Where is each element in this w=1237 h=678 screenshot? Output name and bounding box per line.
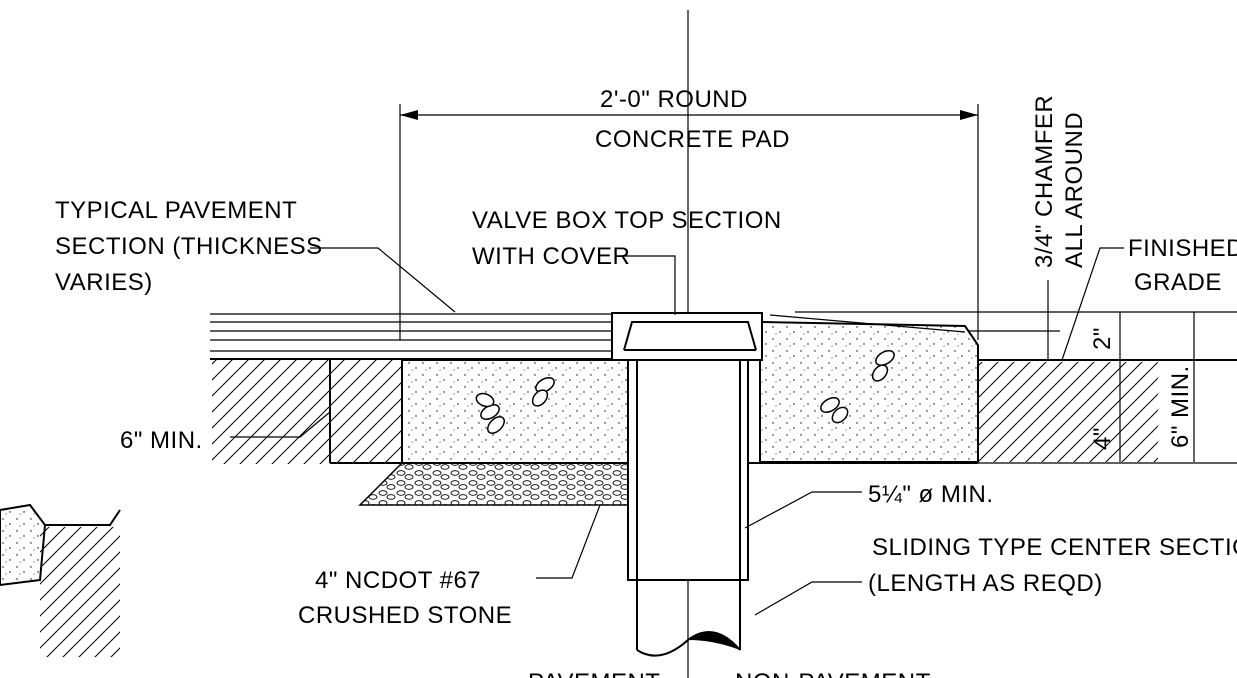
valve-box-top: [611, 312, 763, 361]
top-dimension: [399, 104, 979, 340]
valvebox-label-2: WITH COVER: [472, 243, 630, 270]
pavement-section: [210, 313, 612, 360]
diameter-label: 5¼" ø MIN.: [868, 481, 994, 508]
chamfer-label-1: 3/4" CHAMFER: [1031, 95, 1058, 268]
valvebox-label-1: VALVE BOX TOP SECTION: [472, 207, 782, 234]
pavement-label-3: VARIES): [55, 269, 153, 296]
finished-grade-label-2: GRADE: [1134, 269, 1222, 296]
left-detail-fragment: [0, 503, 121, 657]
leader-lines: [230, 247, 1124, 616]
six-inch-min-right: 6" MIN.: [1167, 365, 1194, 448]
stone-label-1: 4" NCDOT #67: [315, 567, 481, 594]
earth-left: [212, 360, 402, 464]
pavement-label-2: SECTION (THICKNESS: [55, 233, 323, 260]
dimension-label-top: 2'-0" ROUND: [600, 86, 748, 113]
pavement-side-label: PAVEMENT: [528, 669, 660, 678]
sliding-center-section: [627, 359, 749, 657]
six-inch-min-left: 6" MIN.: [120, 427, 203, 454]
crushed-stone: [358, 462, 629, 506]
two-inch-label: 2": [1089, 327, 1116, 350]
sliding-label-2: (LENGTH AS REQD): [868, 570, 1103, 597]
dimension-label-pad: CONCRETE PAD: [595, 126, 790, 153]
nonpavement-side-label: NON-PAVEMENT: [735, 669, 931, 678]
right-dimensions: [1047, 280, 1195, 462]
finished-grade-label-1: FINISHED: [1128, 235, 1237, 262]
concrete-pad-right: [759, 320, 979, 463]
pavement-label-1: TYPICAL PAVEMENT: [55, 197, 297, 224]
earth-right: [978, 362, 1158, 462]
four-inch-label: 4": [1089, 427, 1116, 450]
stone-label-2: CRUSHED STONE: [298, 602, 512, 629]
sliding-label-1: SLIDING TYPE CENTER SECTION: [872, 534, 1237, 561]
concrete-pad-left: [401, 359, 629, 464]
chamfer-label-2: ALL AROUND: [1061, 112, 1088, 268]
